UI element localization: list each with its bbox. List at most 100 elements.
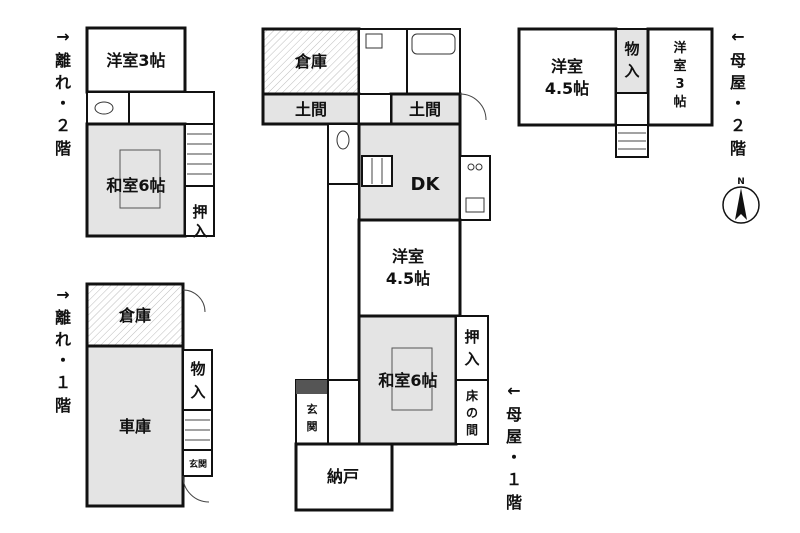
side-char: れ xyxy=(55,73,71,92)
side-label-annex-2f: → 離 れ ・ ２ 階 xyxy=(55,27,71,158)
north-compass: N xyxy=(722,177,760,224)
north-arrow-icon xyxy=(735,188,747,220)
room-annex2-oshiire xyxy=(184,185,215,237)
bathtub-icon xyxy=(411,33,456,55)
annex-1f-plan xyxy=(85,282,213,508)
room-main1-entry xyxy=(327,379,360,445)
side-char: 屋 xyxy=(506,427,522,446)
room-main1-nando xyxy=(294,442,394,512)
room-annex1-monoire xyxy=(182,349,213,411)
room-main1-doma-right xyxy=(389,92,462,126)
label-main1-yoshitsu45-1: 洋室 xyxy=(392,247,424,266)
label-annex2-yoshitsu3: 洋室3帖 xyxy=(106,51,165,70)
label-main1-washitsu6: 和室6帖 xyxy=(378,371,437,390)
toilet-icon xyxy=(336,130,350,150)
sink-icon xyxy=(365,33,383,49)
main-1f-plan xyxy=(261,27,491,512)
label-main1-tokonoma-1: 床 xyxy=(466,388,479,403)
room-main2-monoire xyxy=(615,28,649,94)
room-main1-corridor xyxy=(358,93,392,125)
room-annex1-shako xyxy=(85,344,185,508)
label-main2-yoshitsu45-1: 洋室 xyxy=(551,57,583,76)
side-char: ・ xyxy=(55,351,71,370)
side-char: ・ xyxy=(506,448,522,467)
compass-north-letter: N xyxy=(737,177,745,187)
label-main1-nando: 納戸 xyxy=(327,467,359,486)
side-label-annex-1f: → 離 れ ・ １ 階 xyxy=(55,285,71,415)
label-main1-doma-left: 土間 xyxy=(295,100,327,119)
room-annex2-washitsu6 xyxy=(85,122,187,238)
side-char: ２ xyxy=(55,116,71,135)
room-annex1-soko xyxy=(85,282,185,348)
stair-treads xyxy=(371,158,383,184)
room-main1-tokonoma xyxy=(455,379,489,445)
door-swing xyxy=(459,93,487,121)
side-char: 母 xyxy=(730,51,746,70)
side-char: 階 xyxy=(730,139,746,158)
label-main1-dk: DK xyxy=(411,174,441,195)
annex-2f-plan xyxy=(85,26,215,238)
toilet-icon xyxy=(94,101,114,115)
stair-treads xyxy=(618,132,646,150)
room-main1-washitsu6 xyxy=(357,314,458,446)
label-main2-monoire-1: 物 xyxy=(624,40,639,58)
side-label-main-1f: ← 母 屋 ・ １ 階 xyxy=(506,381,522,512)
main-2f-plan xyxy=(517,27,714,158)
label-main1-soko: 倉庫 xyxy=(294,52,327,71)
label-main2-monoire-2: 入 xyxy=(624,62,639,80)
side-char: ・ xyxy=(55,94,71,113)
label-main1-genkan-1: 玄 xyxy=(307,402,318,416)
label-annex1-monoire-1: 物 xyxy=(190,360,205,378)
side-char: 母 xyxy=(506,405,522,424)
label-annex2-washitsu6: 和室6帖 xyxy=(106,176,165,195)
label-annex1-soko: 倉庫 xyxy=(118,306,151,325)
side-char: 階 xyxy=(55,139,71,158)
label-main1-tokonoma-2: の xyxy=(466,406,478,420)
kitchen-sink-icon xyxy=(465,197,485,213)
side-char: １ xyxy=(506,470,522,489)
label-annex2-oshiire-1: 押 xyxy=(192,203,207,221)
side-char: 階 xyxy=(506,493,522,512)
room-labels: 洋室3帖 和室6帖 押 入 倉庫 車庫 物 入 玄関 倉庫 土間 土間 DK 洋… xyxy=(106,40,686,486)
room-main1-yoshitsu45 xyxy=(357,218,462,318)
label-main1-genkan-2: 関 xyxy=(307,420,318,433)
room-main2-hall xyxy=(615,92,649,126)
tatami-inner xyxy=(119,149,161,209)
label-annex2-oshiire-2: 入 xyxy=(192,222,207,240)
side-char: れ xyxy=(55,330,71,349)
door-swing xyxy=(182,289,206,313)
side-char: 階 xyxy=(55,396,71,415)
label-annex1-monoire-2: 入 xyxy=(190,383,205,401)
label-main1-oshiire-1: 押 xyxy=(464,328,479,346)
room-annex2-stairs xyxy=(184,123,215,187)
side-char: ← xyxy=(507,381,520,400)
label-annex1-shako: 車庫 xyxy=(119,417,151,436)
room-main1-stairs xyxy=(361,155,393,187)
side-char: → xyxy=(56,285,69,304)
stair-treads xyxy=(185,419,210,441)
room-main1-corridor-long xyxy=(327,183,360,381)
label-main2-yoshitsu3-1: 洋 xyxy=(673,40,686,56)
door-swing xyxy=(182,475,210,503)
side-char: → xyxy=(56,27,69,46)
stove-icon xyxy=(475,163,483,171)
room-main1-oshiire xyxy=(455,315,489,381)
label-main1-tokonoma-3: 間 xyxy=(466,423,478,437)
label-main1-doma-right: 土間 xyxy=(409,100,441,119)
side-char: ２ xyxy=(730,116,746,135)
label-main1-oshiire-2: 入 xyxy=(464,350,479,368)
room-main2-yoshitsu45 xyxy=(517,27,618,127)
room-main2-yoshitsu3 xyxy=(646,27,714,127)
label-main2-yoshitsu45-2: 4.5帖 xyxy=(545,79,589,98)
side-char: ・ xyxy=(730,94,746,113)
side-char: 離 xyxy=(55,308,71,327)
room-main1-doma-left xyxy=(261,92,361,126)
side-char: １ xyxy=(55,373,71,392)
side-char: 屋 xyxy=(730,73,746,92)
label-main2-yoshitsu3-3: 3 xyxy=(675,77,684,92)
stair-treads xyxy=(187,133,212,175)
label-main1-yoshitsu45-2: 4.5帖 xyxy=(386,269,430,288)
label-annex1-genkan: 玄関 xyxy=(189,458,207,470)
label-main2-yoshitsu3-4: 帖 xyxy=(673,94,686,110)
